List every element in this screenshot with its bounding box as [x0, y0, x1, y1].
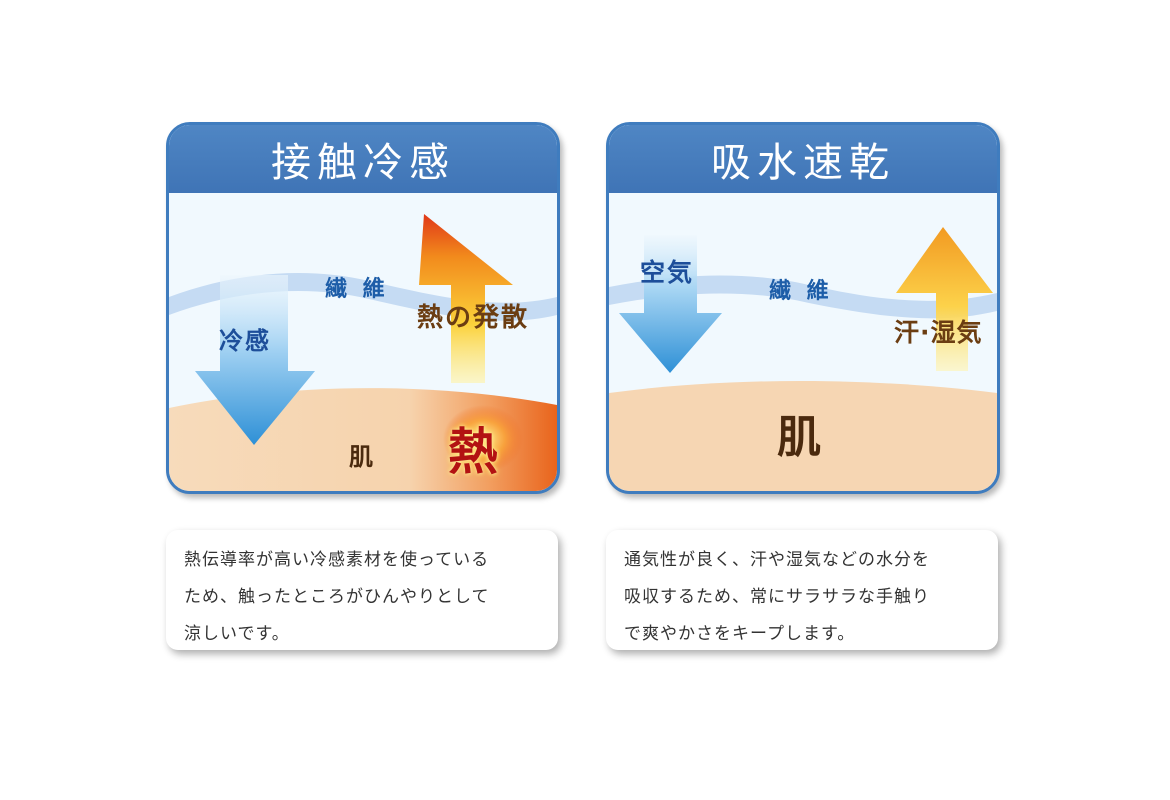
description-line: 熱伝導率が高い冷感素材を使っている — [184, 550, 490, 570]
skin-label: 肌 — [777, 412, 821, 463]
heat-glow — [443, 405, 523, 473]
quick-dry-panel: 吸水速乾 空気 繊 維 汗·湿気 肌 — [606, 122, 1000, 494]
panel-title: 接触冷感 — [271, 140, 455, 186]
skin-area — [609, 381, 997, 491]
description-line: 吸収するため、常にサラサラな手触り — [624, 587, 930, 607]
cool-label: 冷感 — [219, 327, 271, 355]
cool-down-arrow — [195, 275, 315, 445]
fiber-band — [609, 275, 997, 319]
sweat-up-arrow — [896, 227, 993, 371]
fiber-label: 繊 維 — [769, 279, 833, 304]
panel-title-bar: 吸水速乾 — [609, 125, 997, 193]
heat-release-arrow — [419, 214, 513, 383]
skin-label: 肌 — [349, 443, 373, 471]
air-down-arrow — [619, 235, 722, 373]
quick-dry-illustration — [609, 227, 997, 491]
air-label: 空気 — [640, 258, 695, 287]
cool-touch-panel: 接触冷感 — [166, 122, 560, 494]
description-line: 通気性が良く、汗や湿気などの水分を — [624, 550, 930, 570]
description-line: 涼しいです。 — [184, 624, 290, 644]
panel-title: 吸水速乾 — [711, 140, 895, 186]
fiber-label: 繊 維 — [325, 277, 389, 302]
description-line: ため、触ったところがひんやりとして — [184, 587, 490, 607]
cool-touch-description: 熱伝導率が高い冷感素材を使っている ため、触ったところがひんやりとして 涼しいで… — [166, 530, 558, 650]
heat-release-label: 熱の発散 — [417, 303, 530, 333]
cool-touch-illustration — [169, 214, 557, 491]
description-line: で爽やかさをキープします。 — [624, 624, 856, 644]
heat-label: 熱 — [448, 422, 498, 481]
panel-title-bar: 接触冷感 — [169, 125, 557, 193]
sweat-label: 汗·湿気 — [894, 318, 983, 347]
quick-dry-description: 通気性が良く、汗や湿気などの水分を 吸収するため、常にサラサラな手触り で爽やか… — [606, 530, 998, 650]
